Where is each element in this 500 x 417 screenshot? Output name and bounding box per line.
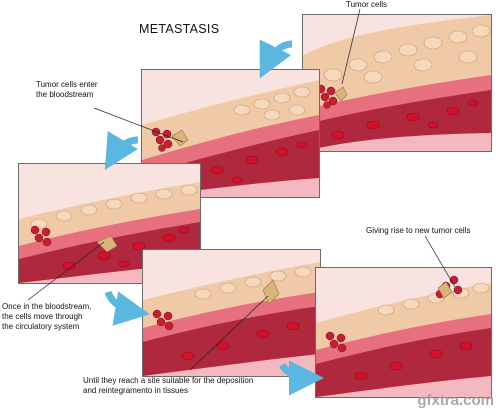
label-deposition-line-1: Until they reach a site suitable for the… — [83, 376, 254, 385]
label-giving-rise: Giving rise to new tumor cells — [366, 226, 470, 236]
stage-4-panel — [142, 249, 321, 377]
label-move-through-line-2: the cells move through — [2, 312, 83, 321]
stage-1-panel — [302, 14, 492, 152]
label-move-through: Once in the bloodstream, the cells move … — [2, 302, 91, 332]
flow-arrow-3 — [104, 290, 150, 326]
label-move-through-line-3: the circulatory system — [2, 322, 80, 331]
label-tumor-cells-text: Tumor cells — [346, 0, 388, 9]
watermark: gfxtra.com — [417, 392, 494, 409]
stage-5-panel — [315, 267, 492, 398]
diagram-title: METASTASIS — [139, 22, 220, 36]
label-giving-rise-text: Giving rise to new tumor cells — [366, 226, 471, 235]
label-enter-bloodstream: Tumor cells enter the bloodstream — [36, 80, 98, 100]
label-deposition: Until they reach a site suitable for the… — [83, 376, 253, 396]
label-deposition-line-2: and reintegramento in tissues — [83, 386, 188, 395]
flow-arrow-1 — [259, 39, 293, 79]
label-move-through-line-1: Once in the bloodstream, — [2, 302, 92, 311]
label-tumor-cells: Tumor cells — [346, 0, 387, 10]
label-enter-bloodstream-line-2: the bloodstream — [36, 90, 94, 99]
label-enter-bloodstream-line-1: Tumor cells enter — [36, 80, 98, 89]
flow-arrow-2 — [104, 130, 139, 171]
